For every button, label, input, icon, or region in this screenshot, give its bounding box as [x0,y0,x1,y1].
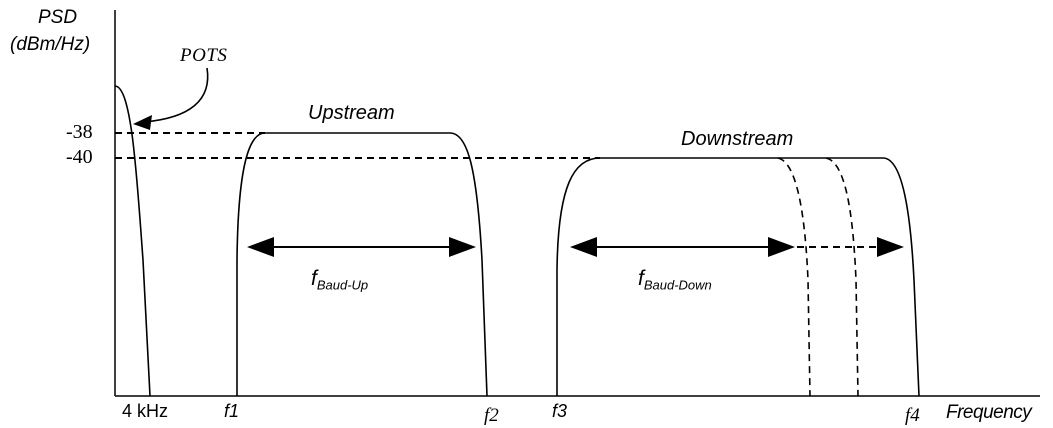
downstream-rolloff-dashed-2 [825,157,859,397]
pots-pointer-arrowhead [133,115,152,130]
y-tick-minus-40: -40 [66,146,93,168]
baud-up-subscript: Baud-Up [316,277,369,293]
upstream-label: Upstream [308,102,395,124]
upstream-band-curve [236,132,488,397]
y-axis-label-line1: PSD [38,7,78,28]
pots-band-curve [114,85,151,397]
baud-down-subscript: Baud-Down [643,277,712,293]
pots-label: POTS [180,45,228,66]
baud-down-arrowhead-left [570,237,597,257]
x-tick-f4: f4 [905,405,920,426]
baud-down-symbol: f [638,267,644,290]
x-tick-f3: f3 [552,401,568,421]
y-tick-minus-38: -38 [66,121,93,143]
downstream-rolloff-dashed-1 [777,157,811,397]
x-tick-4khz: 4 kHz [122,401,169,421]
baud-up-symbol: f [311,267,317,290]
downstream-label: Downstream [681,128,794,150]
x-axis-label: Frequency [946,402,1032,423]
y-axis-label-line2: (dBm/Hz) [10,34,91,55]
baud-down-arrowhead-right [768,237,795,257]
baud-up-label: fBaud-Up [311,268,368,292]
baud-up-arrowhead-left [247,237,274,257]
baud-up-arrowhead-right [449,237,476,257]
x-tick-f1: f1 [224,401,240,421]
baud-down-extension-arrowhead [877,237,904,257]
downstream-band-curve [556,157,920,397]
x-tick-f2: f2 [484,405,499,426]
pots-pointer-line [143,67,209,123]
baud-down-label: fBaud-Down [638,268,712,292]
